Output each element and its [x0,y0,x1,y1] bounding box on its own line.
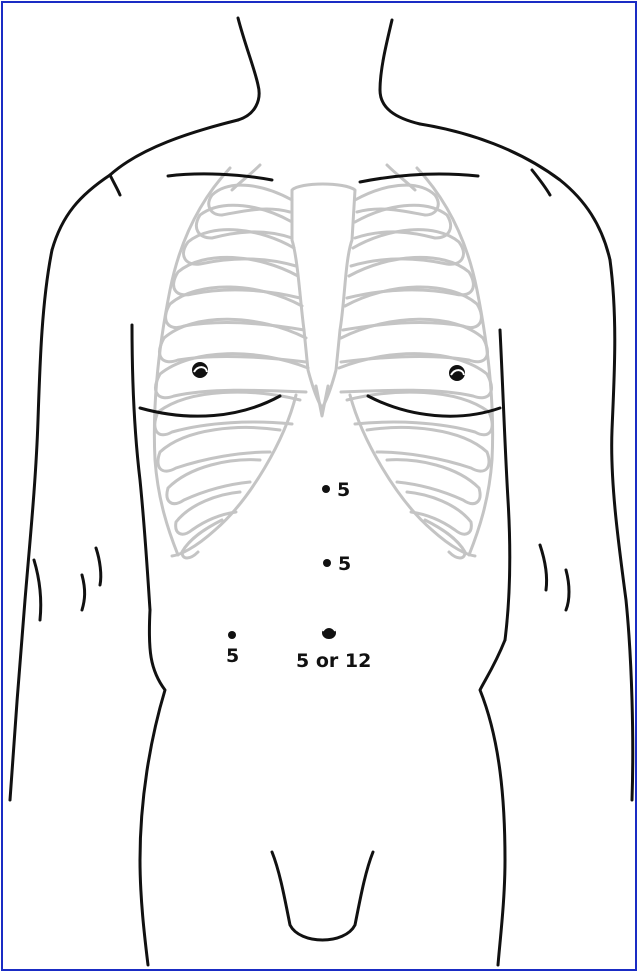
left-ribs [154,165,308,558]
body-outline [10,18,633,965]
left-pectoral [140,396,280,416]
port-label: 5 or 12 [296,650,371,672]
torso-left-side [140,610,165,965]
port-label: 5 [337,479,350,501]
xiphoid [316,386,328,416]
port-dot [323,559,331,567]
groin [272,852,373,940]
right-shoulder [420,124,610,260]
right-ribs [339,165,493,558]
ribcage [154,165,492,558]
port-dot [228,631,236,639]
port-label: 5 [226,645,239,667]
torso-right-side [480,640,505,965]
port-dot [322,485,330,493]
port-marker-mid-midline: 5 [323,553,351,575]
right-nipple-icon [449,365,465,381]
right-collarbone [360,174,478,182]
port-label: 5 [338,553,351,575]
neck-left [238,18,259,120]
port-marker-upper-midline: 5 [322,479,350,501]
port-marker-umbilical: 5 or 12 [296,627,371,672]
port-marker-left-lateral: 5 [226,631,239,667]
left-arm-outer [10,250,52,800]
umbilicus-icon [322,627,336,639]
neck-right [380,20,420,124]
right-arm-outer [610,260,633,800]
sternum [292,184,355,408]
right-arm-inner [500,330,510,640]
left-arm-inner [132,325,150,610]
left-nipple-icon [192,362,208,378]
